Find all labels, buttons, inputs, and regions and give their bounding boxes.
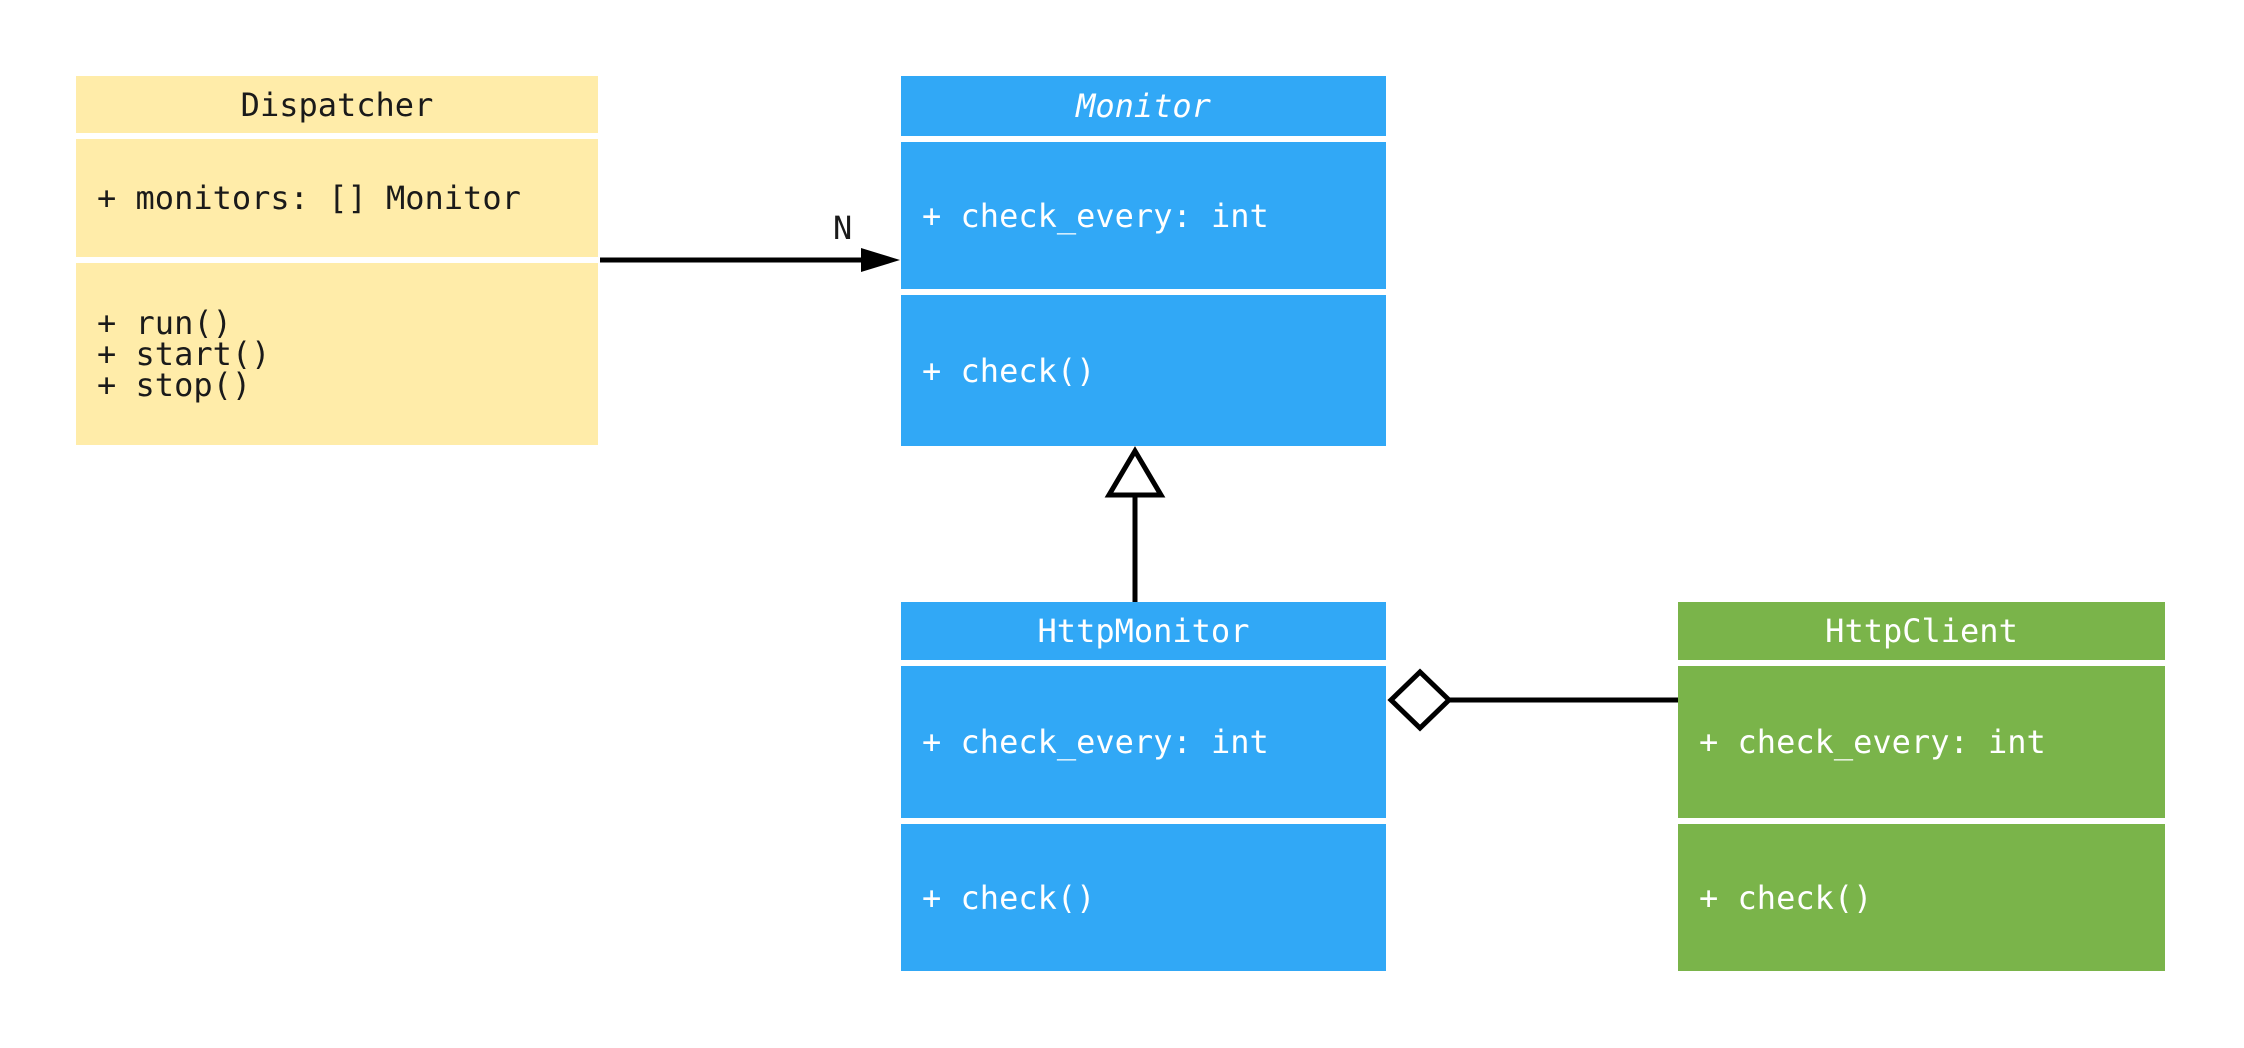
class-title-bar: Monitor: [901, 76, 1386, 136]
class-methods-section: + check(): [1678, 824, 2165, 971]
class-methods-section: + run() + start() + stop(): [76, 263, 598, 445]
class-title-bar: HttpMonitor: [901, 602, 1386, 660]
class-methods-section: + check(): [901, 295, 1386, 446]
class-title-bar: HttpClient: [1678, 602, 2165, 660]
attribute-item: + check_every: int: [922, 723, 1269, 761]
class-name: Monitor: [1076, 87, 1211, 125]
method-item: + check(): [922, 878, 1096, 917]
inheritance-triangle: [1104, 446, 1166, 498]
association-arrowhead: [861, 248, 900, 272]
attribute-item: + monitors: [] Monitor: [97, 179, 521, 217]
class-attributes-section: + check_every: int: [1678, 666, 2165, 818]
aggregation-httpmonitor-httpclient: [1387, 668, 1678, 732]
class-box-httpclient: HttpClient + check_every: int + check(): [1678, 602, 2165, 971]
association-multiplicity-label: N: [833, 209, 853, 247]
attribute-item: + check_every: int: [922, 196, 1269, 235]
class-name: HttpClient: [1825, 612, 2018, 650]
method-item: + run(): [97, 303, 232, 342]
class-box-dispatcher: Dispatcher + monitors: [] Monitor + run(…: [76, 76, 598, 445]
class-attributes-section: + check_every: int: [901, 142, 1386, 289]
method-item: + check(): [1699, 878, 1873, 917]
class-name: HttpMonitor: [1037, 612, 1250, 650]
class-methods-section: + check(): [901, 824, 1386, 971]
association-dispatcher-monitor: [600, 248, 900, 272]
method-item: + start(): [97, 334, 271, 373]
aggregation-diamond: [1387, 668, 1453, 732]
class-box-httpmonitor: HttpMonitor + check_every: int + check(): [901, 602, 1386, 971]
class-name: Dispatcher: [240, 85, 434, 124]
class-attributes-section: + check_every: int: [901, 666, 1386, 818]
generalization-httpmonitor-monitor: [1104, 446, 1166, 602]
class-title-bar: Dispatcher: [76, 76, 598, 133]
class-attributes-section: + monitors: [] Monitor: [76, 139, 598, 257]
attribute-item: + check_every: int: [1699, 723, 2046, 761]
method-item: + stop(): [97, 365, 252, 404]
method-item: + check(): [922, 351, 1096, 390]
class-box-monitor: Monitor + check_every: int + check(): [901, 76, 1386, 446]
